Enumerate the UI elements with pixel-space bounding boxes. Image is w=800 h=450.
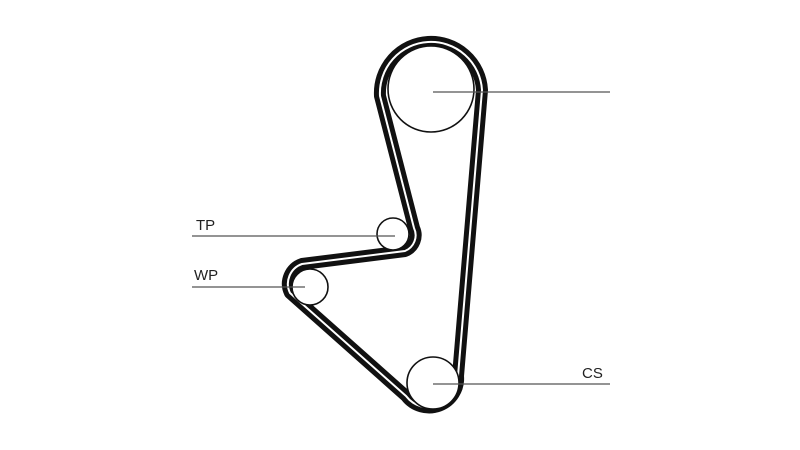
tensioner-pulley (376, 217, 410, 251)
cs-label: CS (582, 365, 603, 382)
wp-label: WP (194, 267, 218, 284)
tp-label: TP (196, 217, 215, 234)
crankshaft-pulley (406, 356, 460, 410)
camshaft-pulley (387, 45, 475, 133)
